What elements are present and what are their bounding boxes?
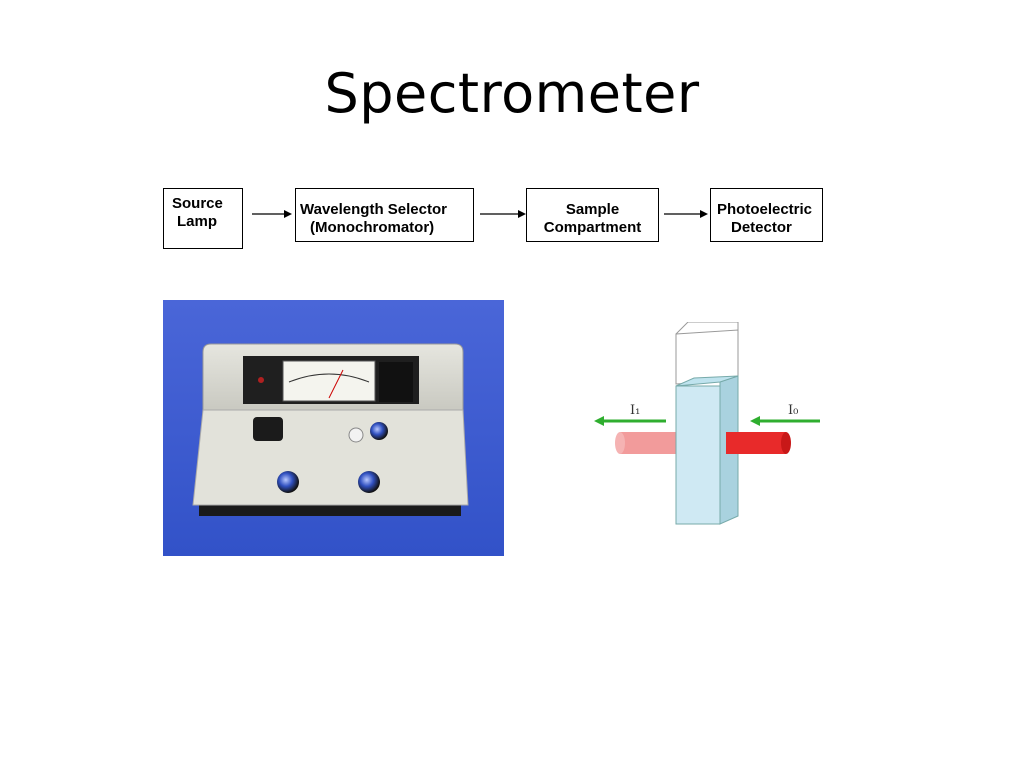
wavelength-selector-line1: Wavelength Selector xyxy=(300,201,447,218)
sample-compartment-box: Sample Compartment xyxy=(526,188,659,242)
i0-label: I₀ xyxy=(788,403,798,418)
source-lamp-box: Source Lamp xyxy=(163,188,243,249)
spectrometer-photo xyxy=(163,300,504,556)
arrow-1 xyxy=(252,210,292,218)
sample-compartment-line2: Compartment xyxy=(543,219,642,236)
arrow-2 xyxy=(480,210,526,218)
source-lamp-line1: Source xyxy=(172,195,223,212)
page-title: Spectrometer xyxy=(324,62,700,125)
wavelength-selector-line2: (Monochromator) xyxy=(310,219,435,236)
arrow-3 xyxy=(664,210,708,218)
i1-label: I₁ xyxy=(630,403,640,418)
photoelectric-detector-line2: Detector xyxy=(731,219,792,236)
source-lamp-line2: Lamp xyxy=(177,213,218,230)
photoelectric-detector-line1: Photoelectric xyxy=(717,201,813,218)
sample-compartment-line1: Sample xyxy=(565,201,620,218)
photoelectric-detector-box: Photoelectric Detector xyxy=(710,188,823,242)
wavelength-selector-box: Wavelength Selector (Monochromator) xyxy=(295,188,474,242)
cuvette-diagram: I₁ I₀ xyxy=(594,322,820,525)
